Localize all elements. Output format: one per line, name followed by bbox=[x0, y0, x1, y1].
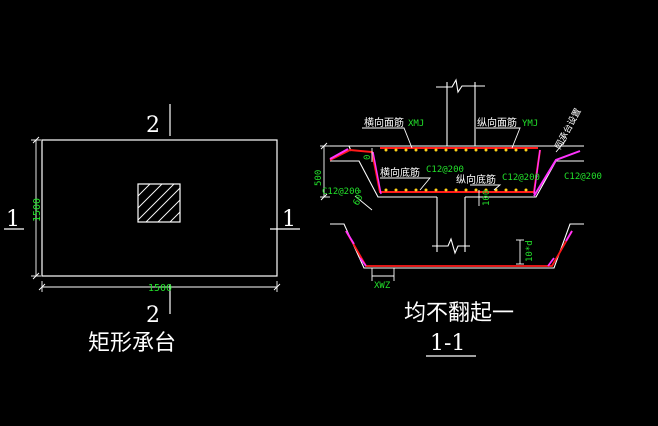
section-caption-title: 1-1 bbox=[430, 331, 465, 356]
label-zx-top-code: YMJ bbox=[522, 119, 538, 129]
dim-500-text: 500 bbox=[314, 170, 324, 186]
cap-section-outline bbox=[330, 145, 584, 198]
section-pile bbox=[432, 197, 470, 255]
label-left-spec: C12@200 bbox=[322, 187, 360, 197]
section-mark-left: 1 bbox=[6, 207, 20, 232]
rebar-dots-bottom bbox=[384, 188, 528, 192]
dim-100-text: 100 bbox=[482, 190, 492, 206]
plan-dim-vertical-text: 1500 bbox=[32, 198, 43, 222]
section-mark-bottom: 2 bbox=[146, 303, 160, 328]
section-mark-top: 2 bbox=[146, 113, 160, 138]
leader-lines bbox=[354, 127, 567, 211]
label-zx-bot: 纵向底筋 bbox=[456, 173, 496, 186]
rebar-cage bbox=[329, 147, 581, 197]
label-hx-bot-spec: C12@200 bbox=[426, 165, 464, 175]
cap-outline bbox=[41, 139, 278, 277]
column-section bbox=[137, 183, 181, 223]
section-dim-left bbox=[320, 142, 480, 206]
section-view: 横向面筋 XMJ 纵向面筋 YMJ 同承台设置 横向底筋 C12@200 纵向底… bbox=[314, 78, 602, 357]
section-column bbox=[436, 78, 485, 146]
label-anchor: 同承台设置 bbox=[552, 106, 584, 151]
label-hx-top-code: XMJ bbox=[408, 119, 424, 129]
label-zx-bot-spec: C12@200 bbox=[502, 173, 540, 183]
label-hx-bot: 横向底筋 bbox=[380, 166, 420, 179]
plan-view: 2 2 1 1 1500 1500 矩形承台 bbox=[4, 104, 300, 356]
plan-dimension-vertical bbox=[31, 136, 41, 280]
label-right-spec: C12@200 bbox=[564, 172, 602, 182]
label-hx-top: 横向面筋 bbox=[364, 116, 404, 129]
label-zx-top: 纵向面筋 bbox=[477, 116, 517, 129]
section-caption-note: 均不翻起一 bbox=[404, 301, 514, 326]
plan-dimension-horizontal bbox=[38, 281, 281, 292]
plan-dim-horizontal-text: 1500 bbox=[148, 283, 172, 294]
column-hatch bbox=[137, 183, 181, 223]
section-mark-right: 1 bbox=[282, 207, 296, 232]
rebar-dots-top bbox=[384, 148, 528, 152]
dim-zero-text: 0 bbox=[363, 155, 373, 160]
dim-xwz-text: XWZ bbox=[374, 281, 391, 291]
dim-hyd-text: 10*d bbox=[525, 240, 535, 262]
plan-caption: 矩形承台 bbox=[88, 331, 176, 356]
trough-detail bbox=[330, 223, 584, 281]
